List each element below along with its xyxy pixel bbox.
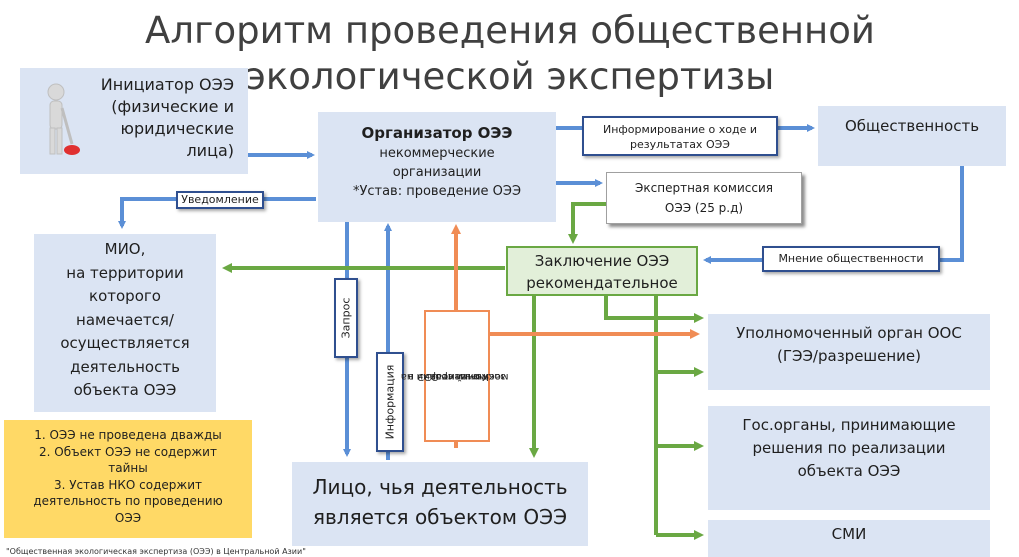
mio-line-1: МИО, — [104, 240, 146, 258]
public-opinion-label: Мнение общественности — [762, 246, 940, 272]
authorized-line-1: Уполномоченный орган ООС — [736, 324, 962, 342]
mio-line-3: которого — [89, 287, 161, 305]
notes-line-2: 2. Объект ОЭЭ не содержит — [39, 444, 217, 459]
person-icon — [42, 82, 82, 162]
initiator-box: Инициатор ОЭЭ (физические и юридические … — [20, 68, 248, 174]
conclusion-box: Заключение ОЭЭ рекомендательное — [506, 246, 698, 296]
organizer-line-3: организации — [392, 165, 482, 180]
subject-line-2: является объектом ОЭЭ — [312, 505, 568, 529]
informing-line-1: Информирование о ходе и — [602, 123, 757, 136]
mio-line-4: намечается/ — [76, 310, 174, 329]
informing-line-2: результатах ОЭЭ — [630, 138, 730, 151]
expert-commission-box: Экспертная комиссия ОЭЭ (25 р.д) — [606, 172, 802, 224]
gov-box: Гос.органы, принимающие решения по реали… — [708, 406, 990, 510]
notification-text: Уведомление — [181, 193, 259, 206]
media-box: СМИ — [708, 520, 990, 557]
page-title: Алгоритм проведения общественной экологи… — [140, 8, 880, 100]
mio-line-2: на территории — [66, 263, 184, 282]
public-box: Общественность — [818, 106, 1006, 166]
notes-box: 1. ОЭЭ не проведена дважды 2. Объект ОЭЭ… — [4, 420, 252, 538]
organizer-box: Организатор ОЭЭ некоммерческие организац… — [318, 112, 556, 222]
notes-line-4: 3. Устав НКО содержит — [53, 477, 203, 492]
organizer-title: Организатор ОЭЭ — [361, 124, 513, 142]
information-text: Информация — [383, 364, 396, 440]
mio-line-6: деятельность — [70, 357, 180, 376]
organizer-line-4: *Устав: проведение ОЭЭ — [352, 184, 522, 199]
title-line-1: Алгоритм проведения общественной — [145, 9, 875, 52]
mio-line-7: объекта ОЭЭ — [73, 381, 177, 399]
arrow-expert-conclusion — [568, 202, 606, 244]
notes-line-6: ОЭЭ — [114, 510, 142, 525]
initiator-line-2: (физические и — [111, 97, 234, 116]
expert-commission-line-2: ОЭЭ (25 р.д) — [664, 201, 744, 215]
arrow-conclusion-authorized — [604, 296, 704, 323]
request-label: Запрос — [334, 278, 358, 358]
authorized-box: Уполномоченный орган ООС (ГЭЭ/разрешение… — [708, 314, 990, 390]
public-label: Общественность — [844, 117, 980, 135]
footer-caption: "Общественная экологическая экспертиза (… — [6, 547, 306, 556]
initiator-line-3: юридические — [120, 119, 234, 138]
comments-label: Комментарии на заключение ОЭЭ в месячный… — [401, 310, 509, 442]
public-opinion-text: Мнение общественности — [778, 252, 924, 265]
informing-label: Информирование о ходе и результатах ОЭЭ — [582, 116, 778, 156]
gov-line-1: Гос.органы, принимающие — [742, 416, 956, 434]
expert-commission-line-1: Экспертная комиссия — [635, 181, 773, 195]
authorized-line-2: (ГЭЭ/разрешение) — [776, 347, 922, 365]
initiator-line-4: лица) — [186, 141, 234, 160]
mio-line-5: осуществляется — [60, 334, 190, 352]
notification-label: Уведомление — [176, 191, 264, 209]
notes-line-1: 1. ОЭЭ не проведена дважды — [34, 428, 222, 442]
organizer-line-2: некоммерческие — [379, 146, 495, 161]
gov-line-2: решения по реализации — [752, 439, 946, 457]
media-label: СМИ — [831, 525, 867, 543]
mio-box: МИО, на территории которого намечается/ … — [34, 234, 216, 412]
subject-box: Лицо, чья деятельность является объектом… — [292, 462, 588, 546]
notes-line-3: тайны — [108, 461, 148, 475]
title-line-2: экологической экспертизы — [245, 55, 775, 98]
gov-line-3: объекта ОЭЭ — [797, 462, 901, 480]
comments-line-3: месячный срок — [429, 371, 509, 382]
subject-line-1: Лицо, чья деятельность — [312, 475, 568, 499]
notes-line-5: деятельность по проведению — [33, 494, 223, 508]
conclusion-line-1: Заключение ОЭЭ — [534, 252, 670, 270]
initiator-title: Инициатор ОЭЭ — [100, 75, 234, 94]
request-text: Запрос — [339, 297, 352, 339]
information-label: Информация — [376, 352, 404, 452]
conclusion-line-2: рекомендательное — [526, 274, 678, 292]
